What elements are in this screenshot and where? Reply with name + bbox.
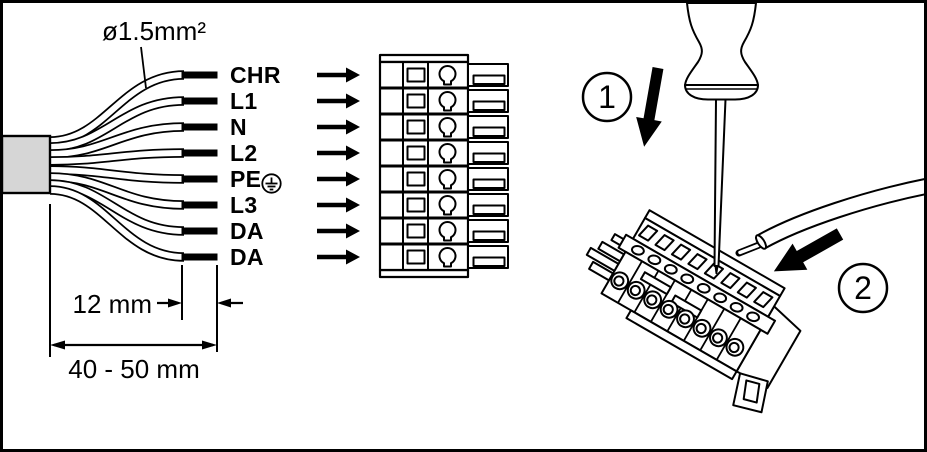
terminal-row bbox=[406, 167, 509, 191]
step1-arrow-icon bbox=[636, 67, 664, 147]
wire-l2 bbox=[49, 148, 185, 166]
strip-length-label: 12 mm bbox=[72, 289, 152, 319]
top-openings bbox=[638, 224, 774, 309]
wire-label-n: N bbox=[230, 114, 247, 140]
stripped-wire-tips bbox=[181, 71, 218, 261]
gauge-leader-line bbox=[140, 46, 147, 89]
terminal-block-top-view bbox=[378, 53, 509, 279]
arrow-right-icon bbox=[317, 119, 360, 135]
transfer-arrows bbox=[317, 67, 360, 265]
wire-label-l1: L1 bbox=[230, 88, 258, 114]
wire-label-l2: L2 bbox=[230, 140, 258, 166]
screw-holes bbox=[630, 244, 761, 323]
wire-label-chr: CHR bbox=[230, 62, 281, 88]
wire-label-da2: DA bbox=[230, 244, 264, 270]
step2-circle bbox=[837, 262, 889, 314]
arrow-right-icon bbox=[317, 249, 360, 265]
cable-assembly bbox=[0, 46, 218, 262]
connector-plug bbox=[585, 209, 802, 414]
terminal-row bbox=[406, 89, 509, 113]
wire-da2 bbox=[49, 185, 185, 262]
wire-label-pe: PE bbox=[230, 166, 262, 192]
wire-label-da1: DA bbox=[230, 218, 264, 244]
dimension-40-50mm bbox=[49, 204, 217, 357]
earth-ground-icon bbox=[261, 173, 282, 194]
sheath-strip-length-label: 40 - 50 mm bbox=[68, 354, 200, 384]
arrow-right-icon bbox=[317, 67, 360, 83]
terminal-row bbox=[406, 115, 509, 139]
terminal-row bbox=[406, 193, 509, 217]
arrow-right-icon bbox=[317, 145, 360, 161]
cable-sheath bbox=[0, 134, 52, 195]
wire-pe bbox=[49, 165, 185, 184]
step2-arrow-icon bbox=[773, 228, 844, 272]
wire-gauge-label: ø1.5mm² bbox=[102, 16, 206, 46]
wire-n bbox=[49, 122, 185, 159]
step1-number: 1 bbox=[598, 79, 616, 115]
arrow-right-icon bbox=[317, 93, 360, 109]
wire-l1 bbox=[49, 96, 185, 152]
wire-label-l3: L3 bbox=[230, 192, 258, 218]
wire-da1 bbox=[49, 179, 185, 236]
step2-number: 2 bbox=[854, 270, 872, 306]
terminal-row bbox=[406, 141, 509, 165]
step1-circle bbox=[581, 71, 633, 123]
insertion-wire bbox=[735, 177, 927, 257]
arrow-right-icon bbox=[317, 171, 360, 187]
arrow-right-icon bbox=[317, 223, 360, 239]
wire-entry-holes bbox=[610, 271, 745, 357]
terminal-row bbox=[406, 245, 509, 269]
arrow-right-icon bbox=[317, 197, 360, 213]
dimension-12mm bbox=[157, 265, 243, 352]
terminal-row bbox=[406, 219, 509, 243]
terminal-row bbox=[406, 63, 509, 87]
screwdriver-icon bbox=[684, 2, 759, 274]
wire-chr bbox=[49, 70, 185, 146]
wire-l3 bbox=[49, 172, 185, 210]
